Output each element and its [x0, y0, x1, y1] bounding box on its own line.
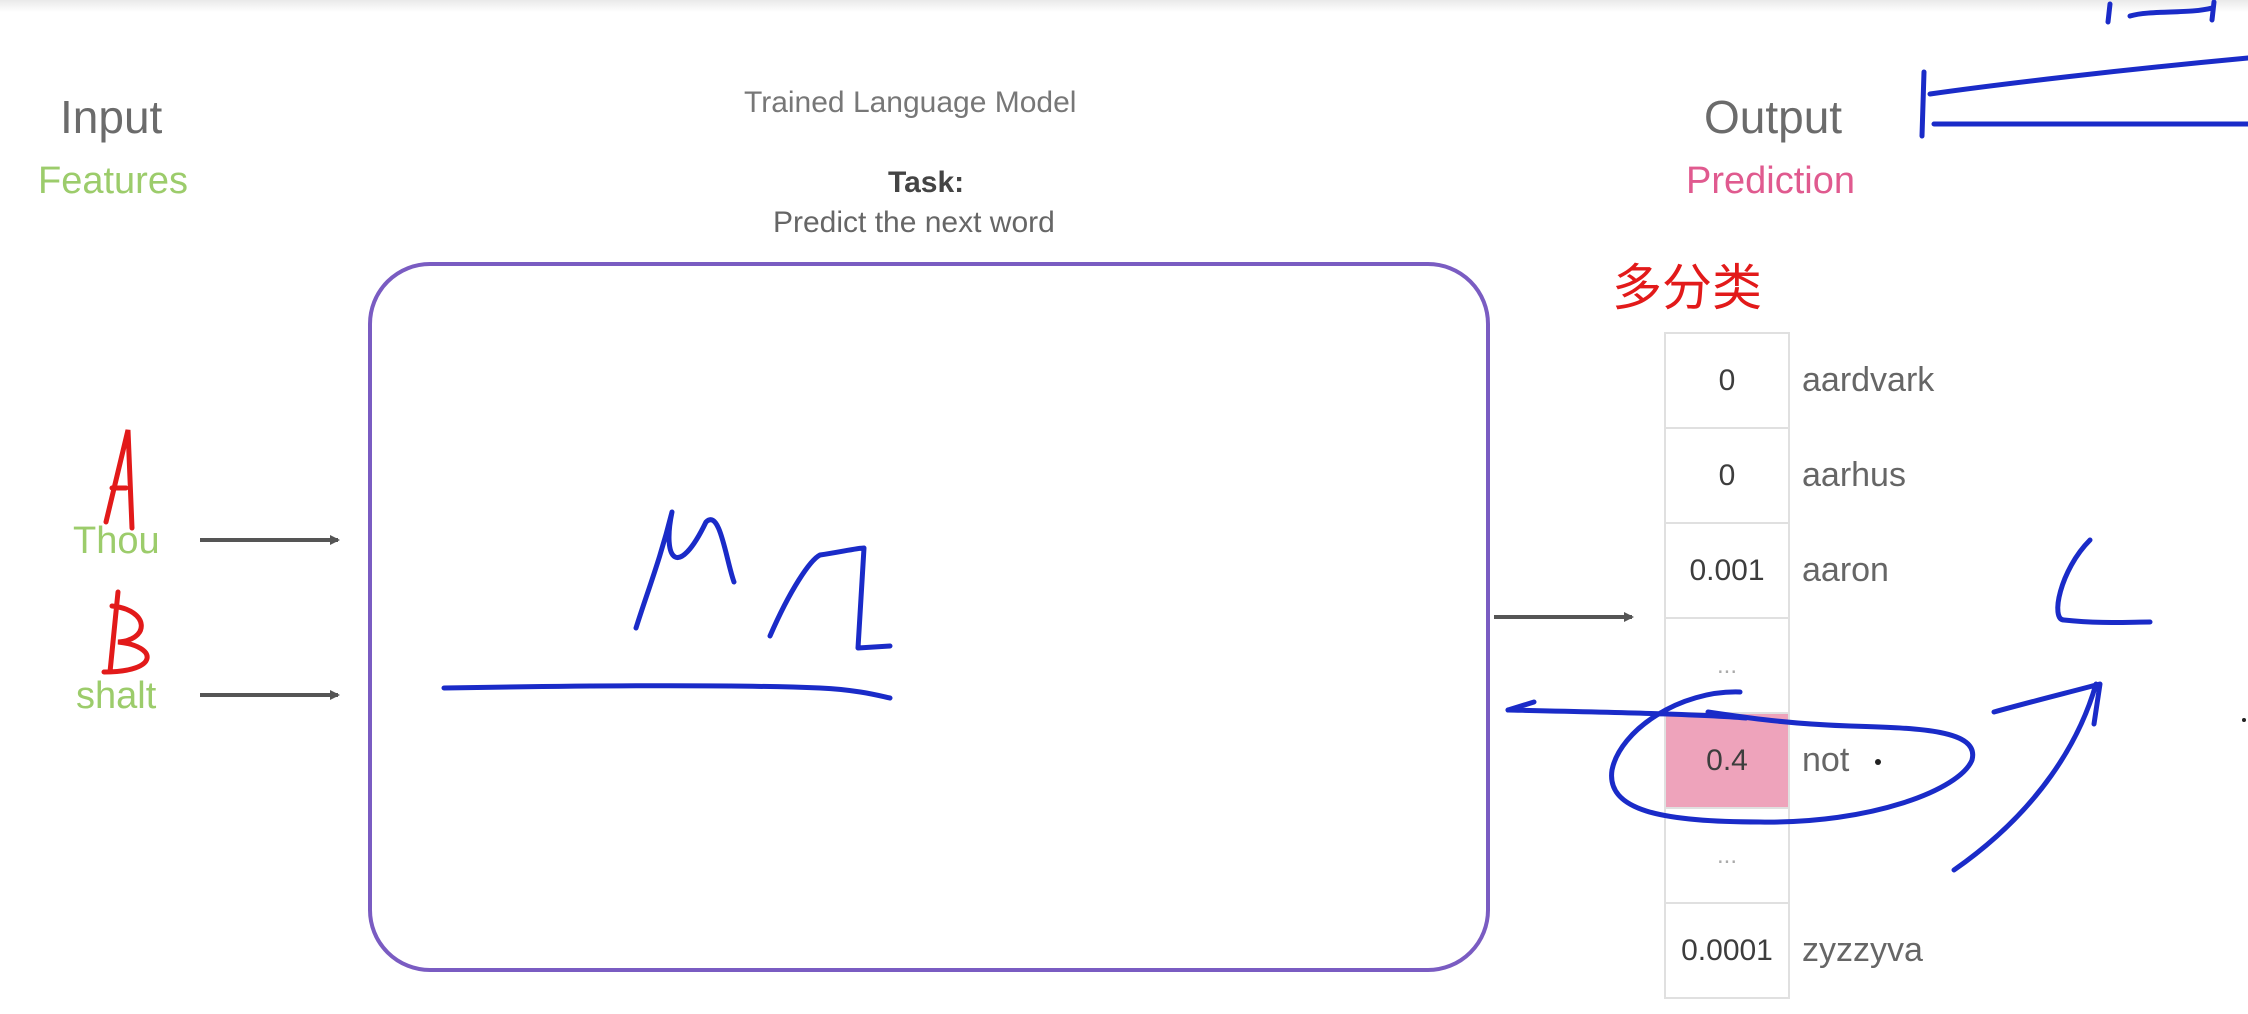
prediction-ellipsis: ... — [1716, 651, 1737, 679]
prediction-word: not — [1802, 741, 1850, 779]
ink-dot — [1875, 759, 1881, 765]
prediction-value: 0 — [1718, 458, 1736, 492]
prediction-value: 0.4 — [1706, 743, 1748, 777]
blue-ink-left-arrowhead — [1505, 699, 1537, 713]
prediction-value: 0.0001 — [1681, 933, 1773, 967]
input-title: Input — [60, 91, 163, 143]
blue-ink — [441, 0, 2248, 873]
output-title: Output — [1704, 91, 1843, 143]
prediction-word: aardvark — [1802, 361, 1935, 399]
prediction-ellipsis: ... — [1716, 841, 1737, 869]
prediction-row-aardvark: 0 aardvark — [1666, 332, 1934, 427]
task-label: Task: — [888, 166, 965, 199]
model-box — [368, 262, 1490, 972]
input-word-thou: Thou — [73, 520, 160, 562]
blue-ink-curve-arrow — [1951, 681, 2103, 873]
prediction-word: zyzzyva — [1802, 931, 1923, 969]
input-word-shalt: shalt — [76, 675, 157, 717]
prediction-row-aarhus: 0 aarhus — [1666, 427, 1906, 522]
prediction-row-ellipsis: ... — [1666, 807, 1788, 902]
prediction-row-zyzzyva: 0.0001 zyzzyva — [1666, 902, 1923, 999]
blue-ink-bracket-right — [2055, 537, 2153, 625]
blue-ink-top-right — [2105, 0, 2217, 25]
prediction-value: 0.001 — [1689, 553, 1765, 587]
red-ink-a — [103, 429, 135, 531]
blue-ink-nn — [633, 509, 893, 651]
prediction-row-ellipsis: ... — [1666, 617, 1788, 712]
prediction-word: aaron — [1802, 551, 1889, 589]
prediction-word: aarhus — [1802, 456, 1906, 494]
window-top-edge — [0, 0, 2248, 12]
blue-ink-ellipse — [1505, 689, 1976, 825]
blue-ink-bracket — [1919, 55, 2248, 139]
prediction-row-not: 0.4 not — [1666, 712, 1849, 807]
input-subtitle: Features — [38, 160, 188, 202]
prediction-table: 0 aardvark 0 aarhus 0.001 aaron ... 0.4 … — [1664, 332, 1934, 999]
ink-dot — [2242, 718, 2246, 722]
prediction-row-aaron: 0.001 aaron — [1666, 522, 1889, 617]
multiclass-note: 多分类 — [1612, 259, 1762, 317]
blue-ink-underline — [441, 683, 893, 701]
red-ink-b — [101, 589, 150, 675]
task-description: Predict the next word — [773, 206, 1055, 239]
prediction-value: 0 — [1718, 363, 1736, 397]
output-subtitle: Prediction — [1686, 160, 1855, 202]
model-title: Trained Language Model — [744, 86, 1077, 119]
